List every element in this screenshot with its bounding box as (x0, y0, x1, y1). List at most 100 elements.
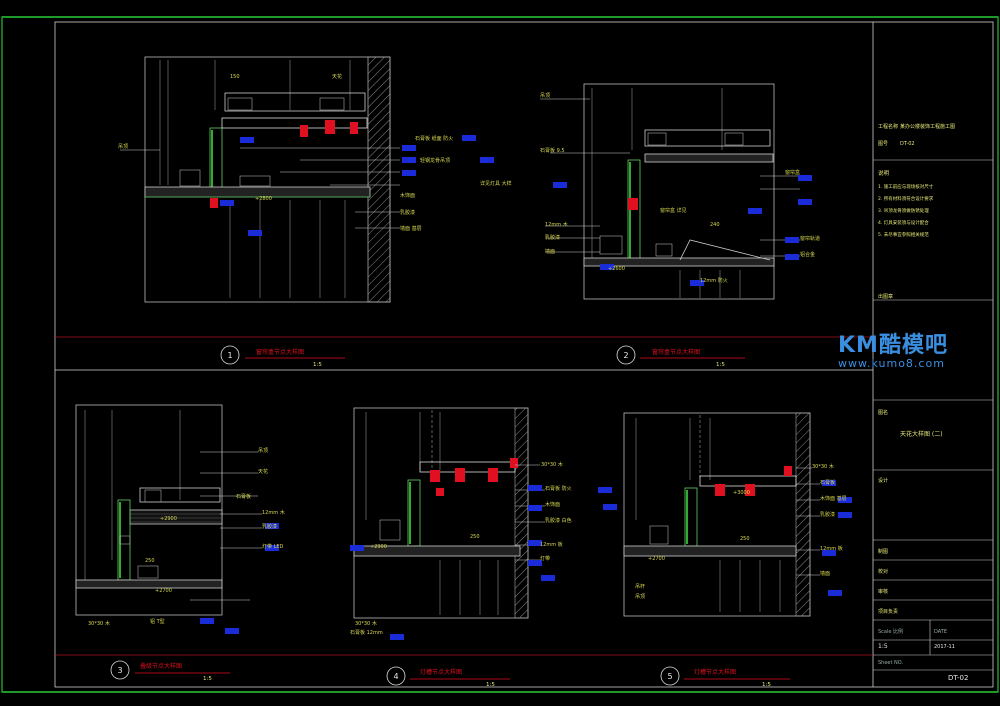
detail-3-scale: 1:5 (203, 676, 212, 682)
svg-text:铝 T型: 铝 T型 (150, 618, 165, 625)
notes-heading: 说明 (878, 169, 890, 177)
row-label-manager: 项目负责 (878, 608, 898, 615)
detail-2-scale: 1:5 (716, 362, 725, 368)
svg-text:30*30 木: 30*30 木 (355, 620, 377, 627)
note-line-1: 1. 施工前应与现场核对尺寸 (878, 183, 934, 190)
project-heading: 工程名称 (878, 123, 898, 130)
svg-text:250: 250 (470, 534, 480, 540)
sheet-title-value: 天花大样图 (二) (900, 430, 943, 438)
svg-text:吊顶: 吊顶 (635, 594, 645, 600)
detail-5-number: 5 (667, 672, 672, 681)
sheet-title-label: 图名 (878, 409, 888, 416)
svg-text:12mm 板: 12mm 板 (820, 545, 843, 552)
svg-text:木饰面: 木饰面 (400, 192, 415, 199)
svg-text:+2700: +2700 (155, 588, 172, 594)
row-label-drawn: 制图 (878, 548, 888, 555)
row-label-approved: 审核 (878, 588, 888, 595)
detail-2-number: 2 (623, 351, 628, 360)
svg-text:吊顶: 吊顶 (540, 93, 550, 99)
svg-text:250: 250 (740, 536, 750, 542)
svg-text:吊顶: 吊顶 (118, 144, 128, 150)
svg-text:12mm 木: 12mm 木 (262, 509, 285, 516)
svg-text:详见灯具 大样: 详见灯具 大样 (480, 180, 512, 187)
detail-5-scale: 1:5 (762, 682, 771, 688)
row-label-checked: 校对 (878, 568, 888, 575)
detail-5-title: 灯槽节点大样图 (694, 668, 736, 676)
svg-text:乳胶漆: 乳胶漆 (820, 511, 835, 518)
svg-text:石膏板 9.5: 石膏板 9.5 (540, 147, 565, 154)
detail-3-title: 叠级节点大样图 (140, 662, 182, 670)
svg-text:吊杆: 吊杆 (635, 583, 645, 590)
svg-text:240: 240 (710, 222, 720, 228)
svg-text:天花: 天花 (332, 73, 342, 80)
detail-4-number: 4 (393, 672, 398, 681)
svg-text:吊顶: 吊顶 (258, 448, 268, 454)
svg-text:窗帘盒: 窗帘盒 (785, 169, 800, 176)
date-label: DATE (934, 629, 947, 635)
svg-text:150: 150 (230, 74, 240, 80)
sheet-no-value: DT-02 (948, 674, 968, 682)
svg-text:+2800: +2800 (255, 196, 272, 202)
svg-text:天花: 天花 (258, 468, 268, 475)
svg-text:墙面: 墙面 (545, 248, 555, 255)
note-line-5: 5. 未尽事宜参照相关规范 (878, 231, 929, 238)
svg-text:石膏板 12mm: 石膏板 12mm (350, 629, 383, 636)
svg-text:30*30 木: 30*30 木 (812, 463, 834, 470)
svg-text:12mm 防火: 12mm 防火 (700, 277, 728, 284)
note-line-4: 4. 灯具安装须与设计配合 (878, 219, 929, 226)
detail-2-title: 窗帘盒节点大样图 (652, 348, 700, 356)
detail-3-number: 3 (117, 666, 122, 675)
svg-text:乳胶漆: 乳胶漆 (545, 234, 560, 241)
watermark-logo: KM酷模吧 (838, 333, 948, 358)
scale-label: Scale 比例 (878, 628, 903, 635)
svg-text:30*30 木: 30*30 木 (541, 461, 563, 468)
svg-text:石膏板 纸面 防火: 石膏板 纸面 防火 (415, 135, 453, 142)
svg-text:灯带: 灯带 (540, 555, 550, 562)
svg-text:+2600: +2600 (608, 266, 625, 272)
svg-text:石膏板 防火: 石膏板 防火 (545, 485, 572, 492)
detail-markers (110, 345, 790, 686)
svg-text:12mm 板: 12mm 板 (540, 541, 563, 548)
watermark-url: www.kumo8.com (838, 357, 945, 370)
detail-4-title: 灯槽节点大样图 (420, 668, 462, 676)
drawing-no-value: DT-02 (900, 141, 915, 147)
svg-text:轻钢龙骨吊顶: 轻钢龙骨吊顶 (420, 157, 450, 164)
svg-text:木饰面 基层: 木饰面 基层 (820, 495, 847, 502)
svg-text:乳胶漆: 乳胶漆 (400, 209, 415, 216)
detail-1-scale: 1:5 (313, 362, 322, 368)
row-label-design: 设计 (878, 477, 888, 484)
svg-text:墙面 基层: 墙面 基层 (400, 225, 422, 232)
svg-text:墙面: 墙面 (820, 570, 830, 577)
svg-text:窗帘轨道: 窗帘轨道 (800, 235, 820, 242)
svg-text:铝合金: 铝合金 (800, 251, 815, 258)
svg-text:石膏板: 石膏板 (236, 493, 251, 500)
scale-value: 1:5 (878, 643, 888, 650)
stamp-label: 出图章 (878, 293, 893, 300)
sheet-no-label: Sheet NO. (878, 660, 904, 666)
project-value: 某办公楼装饰工程施工图 (900, 123, 955, 130)
watermark: KM酷模吧 www.kumo8.com (838, 327, 948, 370)
note-line-2: 2. 所有材料须符合设计要求 (878, 195, 934, 202)
title-block: 工程名称 某办公楼装饰工程施工图 图号 DT-02 说明 1. 施工前应与现场核… (873, 123, 993, 682)
svg-text:+3000: +3000 (733, 490, 750, 496)
detail-3-drawing: 吊顶天花 石膏板12mm 木 乳胶漆灯带 LED 30*30 木铝 T型 +29… (75, 404, 285, 634)
svg-text:+2700: +2700 (648, 556, 665, 562)
svg-text:乳胶漆 白色: 乳胶漆 白色 (545, 517, 572, 524)
svg-text:+2900: +2900 (160, 516, 177, 522)
svg-text:乳胶漆: 乳胶漆 (262, 523, 277, 530)
svg-text:12mm 木: 12mm 木 (545, 221, 568, 228)
note-line-3: 3. 吊顶龙骨须做防锈处理 (878, 207, 929, 214)
inner-frame (54, 21, 994, 688)
svg-text:窗帘盒 详见: 窗帘盒 详见 (660, 207, 687, 214)
svg-text:木饰面: 木饰面 (545, 501, 560, 508)
detail-4-scale: 1:5 (486, 682, 495, 688)
svg-text:250: 250 (145, 558, 155, 564)
drawing-no-label: 图号 (878, 141, 888, 147)
svg-text:+2900: +2900 (370, 544, 387, 550)
date-value: 2017-11 (934, 644, 955, 650)
